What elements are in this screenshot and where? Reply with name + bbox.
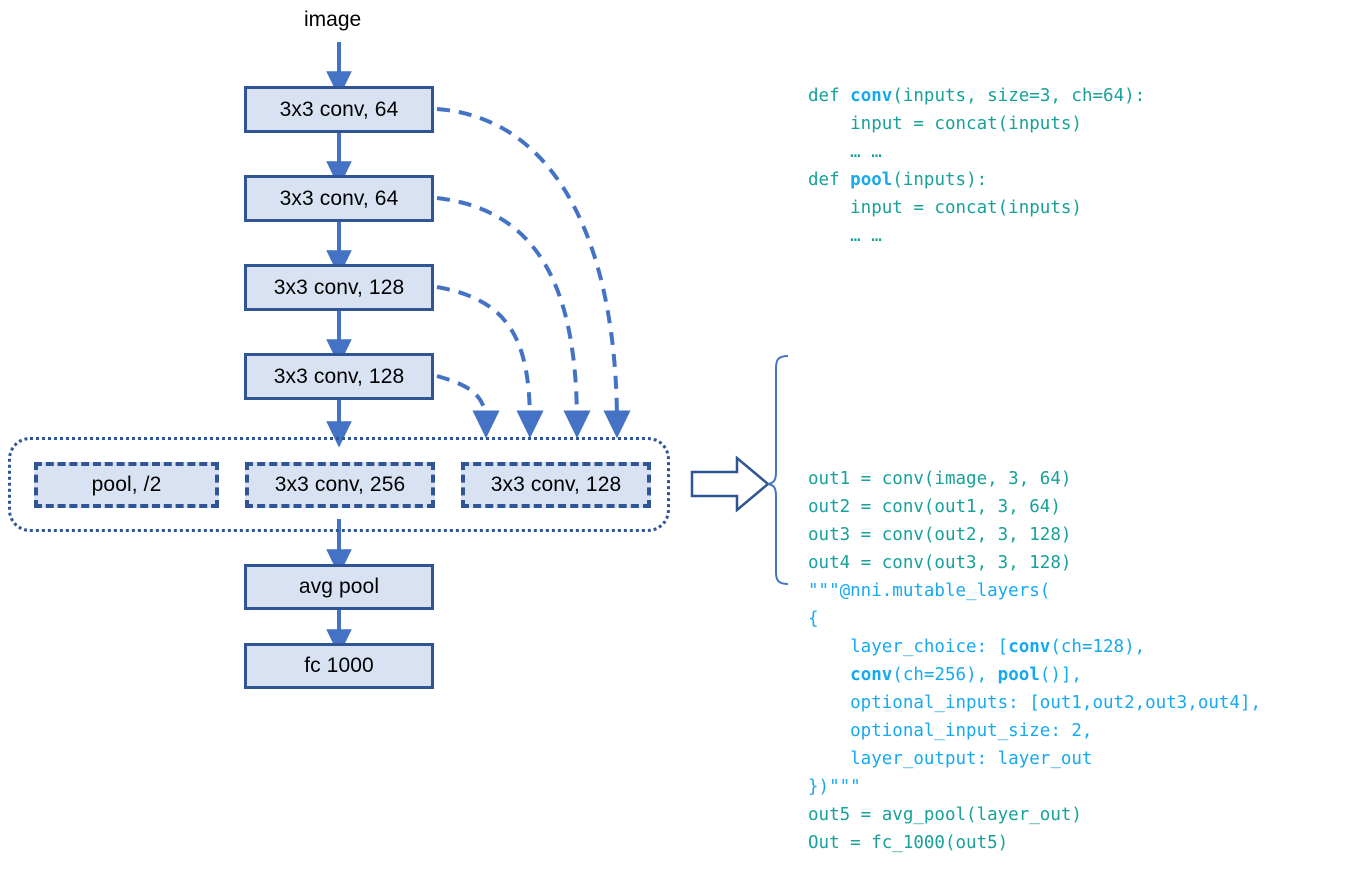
node-conv-1[interactable]: 3x3 conv, 64 <box>244 86 434 133</box>
code-body-line-6: layer_choice: [conv(ch=128), <box>808 633 1365 661</box>
node-label: 3x3 conv, 128 <box>273 275 405 299</box>
choice-conv-128[interactable]: 3x3 conv, 128 <box>461 462 651 508</box>
code-body-line-11: })""" <box>808 773 1365 801</box>
code-token: pool <box>850 170 893 190</box>
code-token: (inputs, size=3, ch=64): <box>892 86 1146 106</box>
skip-out2 <box>436 196 591 439</box>
code-token: Out = fc_1000(out5) <box>808 833 1009 853</box>
code-body-line-8: optional_inputs: [out1,out2,out3,out4], <box>808 689 1365 717</box>
code-token: pool <box>997 665 1040 685</box>
code-token: layer_choice: [ <box>808 637 1009 657</box>
code-def-line-4: input = concat(inputs) <box>808 194 1365 222</box>
code-brace <box>767 355 789 585</box>
code-main-body: out1 = conv(image, 3, 64) out2 = conv(out… <box>808 465 1365 857</box>
code-token: def <box>808 86 851 106</box>
choice-conv-256[interactable]: 3x3 conv, 256 <box>245 462 435 508</box>
skip-out3 <box>436 285 544 439</box>
code-token: out5 = avg_pool(layer_out) <box>808 805 1082 825</box>
network-diagram: image 3x3 conv, 64 3x3 conv, 64 3x3 conv… <box>0 0 790 696</box>
choice-label: 3x3 conv, 128 <box>490 473 622 496</box>
code-def-line-3: def pool(inputs): <box>808 166 1365 194</box>
code-token: ()], <box>1039 665 1082 685</box>
node-label: fc 1000 <box>304 654 374 677</box>
code-token: optional_inputs: [out1,out2,out3,out4], <box>808 693 1262 713</box>
code-token: conv <box>850 86 893 106</box>
code-body-line-9: optional_input_size: 2, <box>808 717 1365 745</box>
block-arrow-icon <box>690 455 770 513</box>
code-body-line-3: out4 = conv(out3, 3, 128) <box>808 549 1365 577</box>
code-token: … … <box>808 226 882 246</box>
code-token: input = concat(inputs) <box>808 198 1082 218</box>
choice-pool[interactable]: pool, /2 <box>34 462 219 508</box>
code-token: out1 = conv(image, 3, 64) <box>808 469 1072 489</box>
code-token: layer_output: layer_out <box>808 749 1093 769</box>
code-token: out3 = conv(out2, 3, 128) <box>808 525 1072 545</box>
code-function-defs: def conv(inputs, size=3, ch=64): input =… <box>808 82 1365 250</box>
choice-label: pool, /2 <box>91 473 162 496</box>
choice-label: 3x3 conv, 256 <box>274 473 406 496</box>
code-token: def <box>808 170 851 190</box>
code-token: input = concat(inputs) <box>808 114 1082 134</box>
node-label: 3x3 conv, 64 <box>279 186 399 210</box>
code-token: out4 = conv(out3, 3, 128) <box>808 553 1072 573</box>
skip-out4 <box>436 374 500 439</box>
code-token: out2 = conv(out1, 3, 64) <box>808 497 1061 517</box>
code-body-line-5: { <box>808 605 1365 633</box>
skip-connections <box>436 107 631 439</box>
code-def-line-5: … … <box>808 222 1365 250</box>
code-token: (ch=128), <box>1050 637 1146 657</box>
code-token: { <box>808 609 819 629</box>
code-token: """@nni.mutable_layers( <box>808 581 1051 601</box>
code-def-line-2: … … <box>808 138 1365 166</box>
code-body-line-10: layer_output: layer_out <box>808 745 1365 773</box>
code-body-line-4: """@nni.mutable_layers( <box>808 577 1365 605</box>
node-conv-2[interactable]: 3x3 conv, 64 <box>244 175 434 222</box>
node-fc-1000[interactable]: fc 1000 <box>244 643 434 689</box>
code-body-line-1: out2 = conv(out1, 3, 64) <box>808 493 1365 521</box>
input-label: image <box>304 8 362 31</box>
code-token: conv <box>850 665 893 685</box>
code-panel: def conv(inputs, size=3, ch=64): input =… <box>808 26 1365 885</box>
diagram-connectors <box>326 42 789 656</box>
code-body-line-2: out3 = conv(out2, 3, 128) <box>808 521 1365 549</box>
code-body-line-0: out1 = conv(image, 3, 64) <box>808 465 1365 493</box>
code-token: optional_input_size: 2, <box>808 721 1093 741</box>
code-token: … … <box>808 142 882 162</box>
code-body-line-13: Out = fc_1000(out5) <box>808 829 1365 857</box>
code-token: })""" <box>808 777 861 797</box>
node-conv-4[interactable]: 3x3 conv, 128 <box>244 353 434 400</box>
code-def-line-1: input = concat(inputs) <box>808 110 1365 138</box>
code-body-line-7: conv(ch=256), pool()], <box>808 661 1365 689</box>
skip-out1 <box>436 107 631 439</box>
code-token: conv <box>1008 637 1051 657</box>
node-label: 3x3 conv, 128 <box>273 364 405 388</box>
mutable-layer-container <box>8 437 670 532</box>
code-def-line-0: def conv(inputs, size=3, ch=64): <box>808 82 1365 110</box>
code-spacer <box>808 306 1365 334</box>
node-label: avg pool <box>298 575 380 598</box>
code-token <box>808 665 850 685</box>
code-token: (inputs): <box>892 170 988 190</box>
code-spacer-2 <box>808 390 1365 409</box>
code-body-line-12: out5 = avg_pool(layer_out) <box>808 801 1365 829</box>
node-avg-pool[interactable]: avg pool <box>244 564 434 610</box>
node-label: 3x3 conv, 64 <box>279 97 399 121</box>
node-conv-3[interactable]: 3x3 conv, 128 <box>244 264 434 311</box>
code-token: (ch=256), <box>892 665 998 685</box>
